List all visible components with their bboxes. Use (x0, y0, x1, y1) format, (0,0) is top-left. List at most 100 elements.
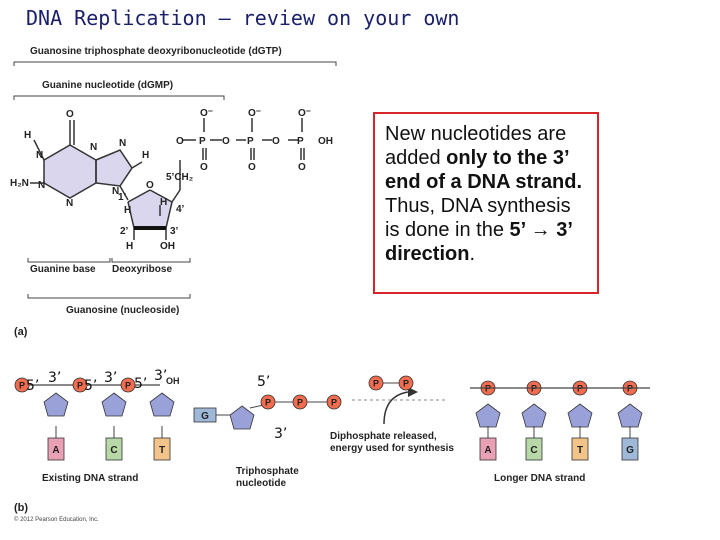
svg-text:P: P (297, 136, 304, 147)
existing-strand-label: Existing DNA strand (42, 473, 139, 484)
svg-text:OH: OH (318, 136, 333, 147)
base-letter: T (577, 445, 583, 456)
note-line-2: added only to the 3’ (385, 146, 589, 170)
svg-text:1’: 1’ (118, 192, 127, 203)
prime-label-5: 5’ (134, 376, 148, 392)
base-letter: C (110, 445, 117, 456)
svg-text:P: P (247, 136, 254, 147)
triphosphate-label: Triphosphate nucleotide (236, 466, 299, 489)
svg-text:N: N (36, 150, 43, 161)
nucleoside-label: Guanosine (nucleoside) (66, 305, 180, 316)
svg-text:4’: 4’ (176, 204, 185, 215)
note-emphasis: 5’ → 3’ (509, 219, 573, 241)
phosphate-symbol: P (331, 398, 337, 408)
base-letter: G (201, 411, 209, 422)
base-block (525, 437, 543, 461)
phosphate-symbol: P (403, 379, 409, 389)
svg-text:N: N (112, 186, 119, 197)
nucleoside-bracket (27, 294, 191, 299)
svg-text:O⁻: O⁻ (298, 108, 311, 119)
sugar-pentagon (617, 403, 643, 428)
phosphate-symbol: P (77, 381, 83, 391)
svg-text:3’: 3’ (170, 226, 179, 237)
svg-text:N: N (90, 142, 97, 153)
phosphate-circle (120, 377, 136, 393)
base-block (621, 437, 639, 461)
sugar-pentagon (101, 392, 127, 417)
note-line-3: end of a DNA strand. (385, 170, 589, 194)
deoxyribose-structure: O 5’CH₂ 1’ 4’ H H 2’ 3’ H OH (118, 160, 193, 252)
sugar-pentagon (475, 403, 501, 428)
svg-text:O: O (222, 136, 230, 147)
key-concept-box: New nucleotides are added only to the 3’… (373, 112, 599, 294)
note-text: . (469, 243, 476, 265)
svg-text:O: O (272, 136, 280, 147)
svg-text:H: H (142, 150, 149, 161)
svg-text:O: O (176, 136, 184, 147)
base-letter: A (52, 445, 59, 456)
sugar-pentagon (149, 392, 175, 417)
panel-a-letter: (a) (14, 326, 28, 338)
note-emphasis: direction (385, 243, 470, 265)
oh-label: OH (166, 376, 180, 386)
base-block (479, 437, 497, 461)
base-letter: T (159, 445, 165, 456)
svg-text:O: O (298, 162, 306, 173)
note-line-5: is done in the 5’ → 3’ (385, 218, 589, 242)
prime-label-5: 5’ (84, 378, 98, 394)
phosphate-symbol: P (265, 398, 271, 408)
dgtp-bracket (13, 61, 337, 66)
sugar-pentagon (521, 403, 547, 428)
dgmp-bracket (13, 95, 225, 100)
longer-strand-label: Longer DNA strand (494, 473, 586, 484)
guanine-base-label: Guanine base (30, 264, 96, 275)
copyright-notice: © 2012 Pearson Education, Inc. (14, 517, 99, 523)
svg-text:N: N (119, 138, 126, 149)
sugar-pentagon (229, 405, 255, 430)
phosphate-symbol: P (297, 398, 303, 408)
diphosphate-released-label: Diphosphate released, energy used for sy… (330, 431, 454, 454)
svg-text:5’CH₂: 5’CH₂ (166, 172, 193, 183)
note-text: added (385, 147, 447, 169)
sugar-pentagon (567, 403, 593, 428)
base-sugar-bracket (27, 258, 191, 263)
note-line-4: Thus, DNA synthesis (385, 195, 571, 217)
note-emphasis: only to the 3’ (446, 147, 570, 169)
svg-text:N: N (38, 180, 45, 191)
base-block (153, 437, 171, 461)
svg-text:O: O (146, 180, 154, 191)
base-letter: C (530, 445, 537, 456)
note-text: is done in the (385, 219, 510, 241)
base-block (571, 437, 589, 461)
base-letter: G (626, 445, 634, 456)
base-letter: A (484, 445, 491, 456)
svg-text:O: O (66, 109, 74, 120)
prime-label-3: 3’ (104, 370, 118, 386)
dgtp-label: Guanosine triphosphate deoxyribonucleoti… (30, 46, 282, 57)
note-line-1: New nucleotides are (385, 123, 567, 145)
base-block (105, 437, 123, 461)
release-arrow (352, 387, 446, 425)
base-block (47, 437, 65, 461)
prime-label-5: 5’ (26, 378, 40, 394)
svg-text:H₂N: H₂N (10, 178, 29, 189)
prime-label-5: 5’ (257, 374, 271, 390)
svg-text:O⁻: O⁻ (248, 108, 261, 119)
page-title: DNA Replication – review on your own (26, 6, 460, 30)
prime-label-3: 3’ (274, 426, 288, 442)
sugar-pentagon (43, 392, 69, 417)
svg-text:N: N (66, 198, 73, 209)
guanine-base-structure: O H N H₂N N N N N H N (10, 109, 149, 209)
phosphate-circle (72, 377, 88, 393)
svg-text:H: H (124, 205, 131, 216)
note-line-6: direction. (385, 242, 589, 266)
phosphate-symbol: P (373, 379, 379, 389)
dgmp-label: Guanine nucleotide (dGMP) (42, 80, 174, 91)
phosphate-chain: O P O P O P OH O⁻ O⁻ O⁻ O O O (176, 108, 333, 173)
deoxyribose-label: Deoxyribose (112, 264, 173, 275)
svg-text:H: H (160, 197, 167, 208)
note-emphasis: end of a DNA strand. (385, 171, 583, 193)
prime-label-3: 3’ (48, 370, 62, 386)
svg-text:2’: 2’ (120, 226, 129, 237)
